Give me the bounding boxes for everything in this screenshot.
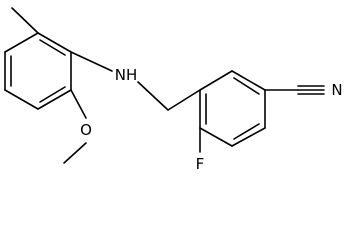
double-bond-inner bbox=[233, 77, 260, 95]
bond bbox=[199, 127, 233, 147]
double-bond-inner bbox=[39, 39, 66, 56]
bond bbox=[4, 32, 39, 53]
bond-ring-to-oxygen bbox=[70, 89, 87, 119]
right-benzene-ring bbox=[199, 70, 266, 147]
methyl-bond bbox=[11, 7, 39, 34]
bond-oxygen-to-methyl bbox=[63, 142, 87, 164]
chemical-structure: NH O F N bbox=[4, 7, 343, 173]
bond-ring-to-nh bbox=[70, 51, 113, 72]
bond bbox=[199, 70, 233, 91]
bond-nh-to-ch2 bbox=[137, 81, 169, 111]
bond bbox=[231, 127, 266, 147]
atom-label-fluorine: F bbox=[196, 155, 205, 173]
bond-ch2-to-ring bbox=[167, 89, 201, 111]
bond bbox=[37, 32, 72, 53]
bond bbox=[231, 70, 266, 91]
atom-label-nitrogen: N bbox=[331, 81, 342, 99]
double-bond-inner bbox=[39, 86, 66, 103]
left-benzene-ring bbox=[4, 32, 72, 110]
atom-label-nh: NH bbox=[115, 66, 138, 84]
atom-label-oxygen: O bbox=[80, 121, 92, 139]
bond bbox=[37, 89, 72, 110]
double-bond-inner bbox=[233, 123, 260, 140]
bond bbox=[4, 89, 39, 110]
